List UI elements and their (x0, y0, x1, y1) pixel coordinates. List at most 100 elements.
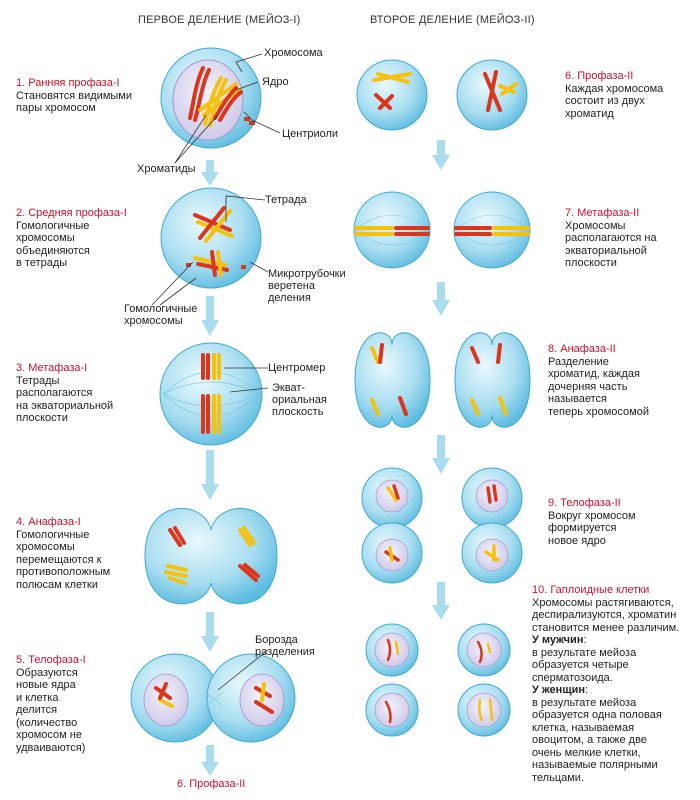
label-microtubules-line: веретена (268, 280, 315, 292)
stage-5-title: 5. Телофаза-I (16, 654, 86, 666)
stage-7-line: экваториальной (565, 244, 647, 257)
women-line: очень мелкие клетки, (532, 746, 641, 759)
stage-3-title: 3. Метафаза-I (16, 362, 88, 374)
stage-5-line: удваиваются) (16, 741, 86, 754)
cells-metaphase-2 (353, 191, 531, 269)
men-line: образуется четыре (532, 659, 629, 671)
stage-9-line: новое ядро (548, 534, 606, 547)
label-homologous: Гомологичные хромосомы (124, 303, 197, 327)
stage-6-bottom-title: 6. Профаза-II (177, 778, 246, 790)
label-microtubules-line: деления (268, 292, 311, 304)
label-furrow: Борозда разделения (255, 634, 315, 658)
stage-7-title: 7. Метафаза-II (565, 207, 640, 219)
header-meiosis-1: ПЕРВОЕ ДЕЛЕНИЕ (МЕЙОЗ-I) (138, 14, 301, 26)
stage-8-line: хроматид, каждая (548, 368, 640, 380)
stage-4-line: полюсам клетки (16, 578, 98, 591)
stage-9-text: 9. Телофаза-II Вокруг хромосом формирует… (548, 497, 688, 547)
men-line: сперматозоида. (532, 671, 613, 684)
leader-lines (151, 53, 281, 691)
stage-4-text: 4. Анафаза-I Гомологичные хромосомы пере… (16, 516, 156, 591)
stage-4-line: хромосомы (16, 541, 75, 553)
cell-anaphase-1 (144, 507, 278, 605)
stage-4-line: Гомологичные (16, 528, 90, 541)
stage-8-line: дочерняя часть (548, 380, 628, 393)
stage-3-line: на экваториальной (16, 399, 114, 412)
women-line: тельцами. (532, 771, 584, 784)
stage-1-title: 1. Ранняя профаза-I (16, 77, 120, 89)
stage-4-line: перемещаются к (16, 553, 102, 566)
stage-9-title: 9. Телофаза-II (548, 497, 621, 509)
cell-early-prophase-1 (160, 47, 262, 149)
stage-3-line: располагаются (16, 387, 93, 399)
label-chromatids: Хроматиды (137, 163, 196, 175)
stage-5-line: Образуются (16, 666, 78, 679)
stage-5-line: новые ядра (16, 679, 76, 691)
stage-6-line: состоит из двух (565, 95, 645, 107)
stage-1-line: пары хромосом (16, 102, 96, 114)
men-line: в результате мейоза (532, 646, 637, 659)
stage-6-title: 6. Профаза-II (565, 70, 634, 82)
label-equatorial-line: ориальная (272, 394, 327, 406)
stage-2-line: в тетрады (16, 257, 68, 269)
stage-3-text: 3. Метафаза-I Тетрады располагаются на э… (16, 362, 156, 425)
stage-5-line: хромосом не (16, 729, 82, 741)
stage-9-line: Вокруг хромосом (548, 509, 636, 522)
cell-metaphase-1 (159, 342, 263, 446)
stage-4-title: 4. Анафаза-I (16, 516, 81, 528)
label-nucleus: Ядро (262, 76, 289, 88)
stage-2-line: хромосомы (16, 232, 75, 244)
arrows-meiosis-2 (432, 140, 450, 620)
label-homologous-line: Гомологичные (124, 303, 198, 315)
women-line: в результате мейоза (532, 696, 637, 709)
women-line: называемые полярными (532, 759, 658, 771)
stage-5-text: 5. Телофаза-I Образуются новые ядра и кл… (16, 654, 136, 754)
label-microtubules-line: Микротрубочки (268, 268, 346, 280)
label-tetrad: Тетрада (265, 194, 307, 206)
stage-5-line: и клетка (16, 691, 59, 704)
label-homologous-line: хромосомы (124, 315, 183, 327)
stage-6-text: 6. Профаза-II Каждая хромосома состоит и… (565, 70, 695, 120)
label-equatorial-line: плоскость (272, 406, 324, 418)
label-centromere: Центромер (268, 362, 326, 374)
stage-8-text: 8. Анафаза-II Разделение хроматид, кажда… (548, 343, 698, 418)
cells-telophase-2 (361, 467, 523, 584)
women-line: овоцитом, а также две (532, 734, 647, 746)
stage-3-line: Тетрады (16, 374, 60, 387)
stage-7-line: Хромосомы (565, 219, 626, 232)
stage-6-line: Каждая хромосома (565, 82, 664, 95)
stage-10-line: деспирализуются, хроматин (532, 609, 677, 621)
women-line: образуется одна половая (532, 709, 662, 721)
cells-anaphase-2 (354, 332, 531, 428)
arrows-meiosis-1 (201, 160, 219, 776)
stage-5-line: делится (16, 704, 58, 716)
stage-10-line: Хромосомы растягиваются, (532, 596, 674, 609)
stage-10-line: становится менее различим. (532, 621, 680, 634)
label-chromosome: Хромосома (264, 47, 323, 59)
label-furrow-line: разделения (255, 646, 315, 658)
label-equatorial: Экват- ориальная плоскость (272, 382, 327, 418)
stage-2-title: 2. Средняя профаза-I (16, 207, 127, 219)
label-centrioles: Центриоли (282, 128, 339, 140)
stage-6-line: хроматид (565, 107, 614, 120)
stage-9-line: формируется (548, 522, 617, 534)
stage-8-line: Разделение (548, 355, 609, 368)
stage-10-title: 10. Гаплоидные клетки (532, 584, 650, 596)
women-label: У женщин (532, 684, 586, 696)
stage-4-line: противоположным (16, 566, 111, 578)
header-meiosis-2: ВТОРОЕ ДЕЛЕНИЕ (МЕЙОЗ-II) (370, 14, 535, 26)
stage-8-line: теперь хромосомой (548, 405, 649, 418)
label-microtubules: Микротрубочки веретена деления (268, 268, 346, 304)
stage-3-line: плоскости (16, 412, 68, 424)
women-line: клетка, называемая (532, 721, 635, 734)
stage-2-line: объединяются (16, 244, 90, 257)
stage-7-line: плоскости (565, 257, 617, 269)
cells-haploid (365, 623, 511, 737)
stage-8-title: 8. Анафаза-II (548, 343, 616, 355)
stage-2-line: Гомологичные (16, 219, 90, 232)
stage-2-text: 2. Средняя профаза-I Гомологичные хромос… (16, 207, 156, 270)
cell-telophase-1 (130, 653, 296, 743)
stage-10-text: 10. Гаплоидные клетки Хромосомы растягив… (532, 584, 697, 784)
cell-middle-prophase-1 (160, 187, 262, 289)
stage-7-line: располагаются на (565, 232, 657, 244)
